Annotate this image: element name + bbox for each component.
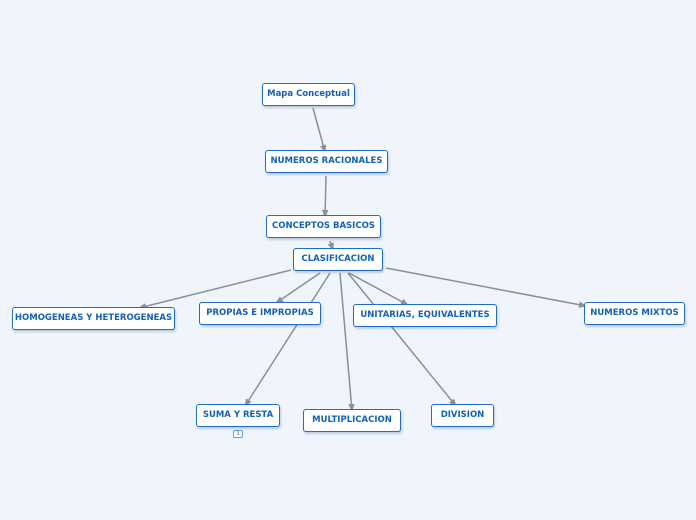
node-clasificacion[interactable]: CLASIFICACION [293,248,383,271]
connector-numeros-racionales-to-conceptos-basicos [321,175,329,218]
connector-mapa-conceptual-to-numeros-racionales [312,107,327,153]
node-homogeneas-heterogeneas[interactable]: HOMOGENEAS Y HETEROGENEAS [12,307,175,330]
connector-clasificacion-to-propias-impropias [275,272,321,304]
connector-clasificacion-to-multiplicacion [339,272,355,412]
connector-clasificacion-to-unitarias-equivalentes [348,272,409,306]
connector-clasificacion-to-suma-resta [244,272,331,407]
node-propias-impropias[interactable]: PROPIAS E IMPROPIAS [199,302,321,325]
connector-clasificacion-to-homogeneas-heterogeneas [138,269,292,310]
node-division[interactable]: DIVISION [431,404,494,427]
attachment-count-badge[interactable]: 1 [233,430,243,438]
node-suma-resta[interactable]: SUMA Y RESTA [196,404,280,427]
connector-clasificacion-to-division [347,272,457,407]
node-mapa-conceptual[interactable]: Mapa Conceptual [262,83,355,106]
connector-clasificacion-to-numeros-mixtos [385,267,587,308]
node-conceptos-basicos[interactable]: CONCEPTOS BASICOS [266,215,381,238]
node-numeros-mixtos[interactable]: NUMEROS MIXTOS [584,302,685,325]
node-multiplicacion[interactable]: MULTIPLICACION [303,409,401,432]
node-numeros-racionales[interactable]: NUMEROS RACIONALES [265,150,388,173]
node-unitarias-equivalentes[interactable]: UNITARIAS, EQUIVALENTES [353,304,497,327]
